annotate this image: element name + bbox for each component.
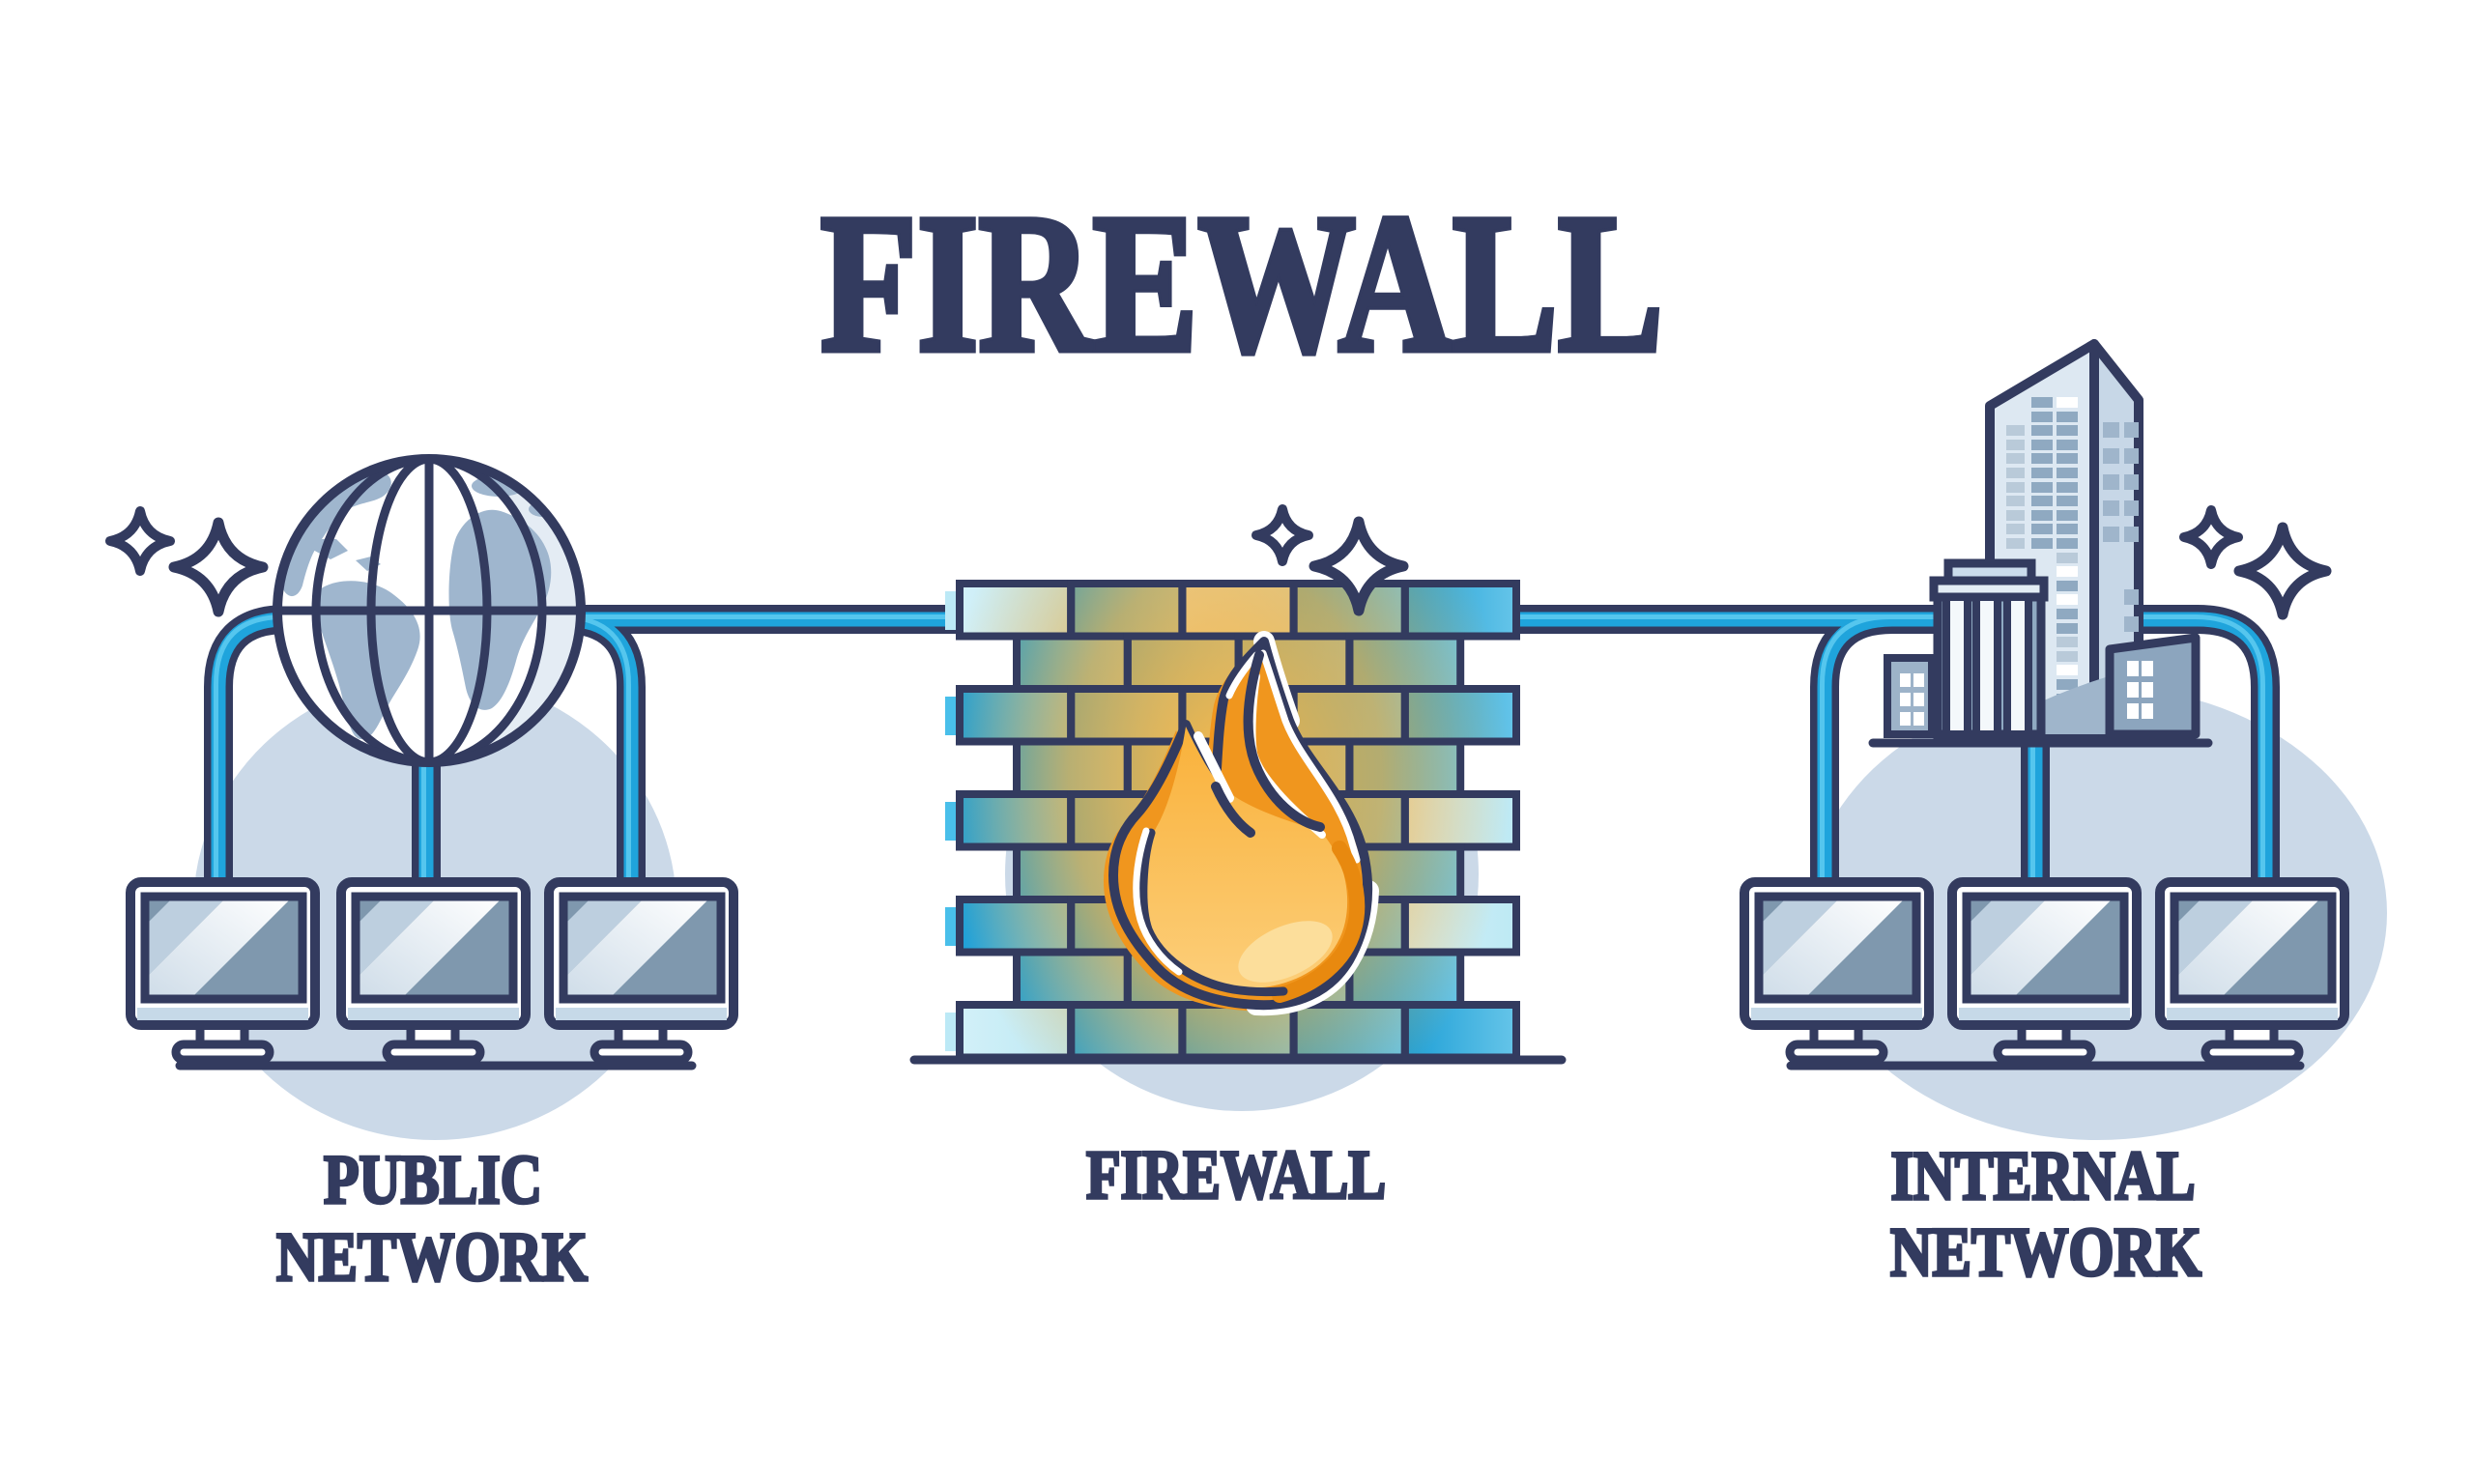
svg-text:NETWORK: NETWORK [276, 1218, 588, 1296]
svg-text:FIREWALL: FIREWALL [820, 174, 1663, 393]
svg-text:NETWORK: NETWORK [1890, 1213, 2201, 1291]
svg-text:FIREWALL: FIREWALL [1086, 1136, 1386, 1213]
svg-text:INTERNAL: INTERNAL [1891, 1137, 2196, 1214]
svg-text:PUBLIC: PUBLIC [324, 1141, 542, 1218]
